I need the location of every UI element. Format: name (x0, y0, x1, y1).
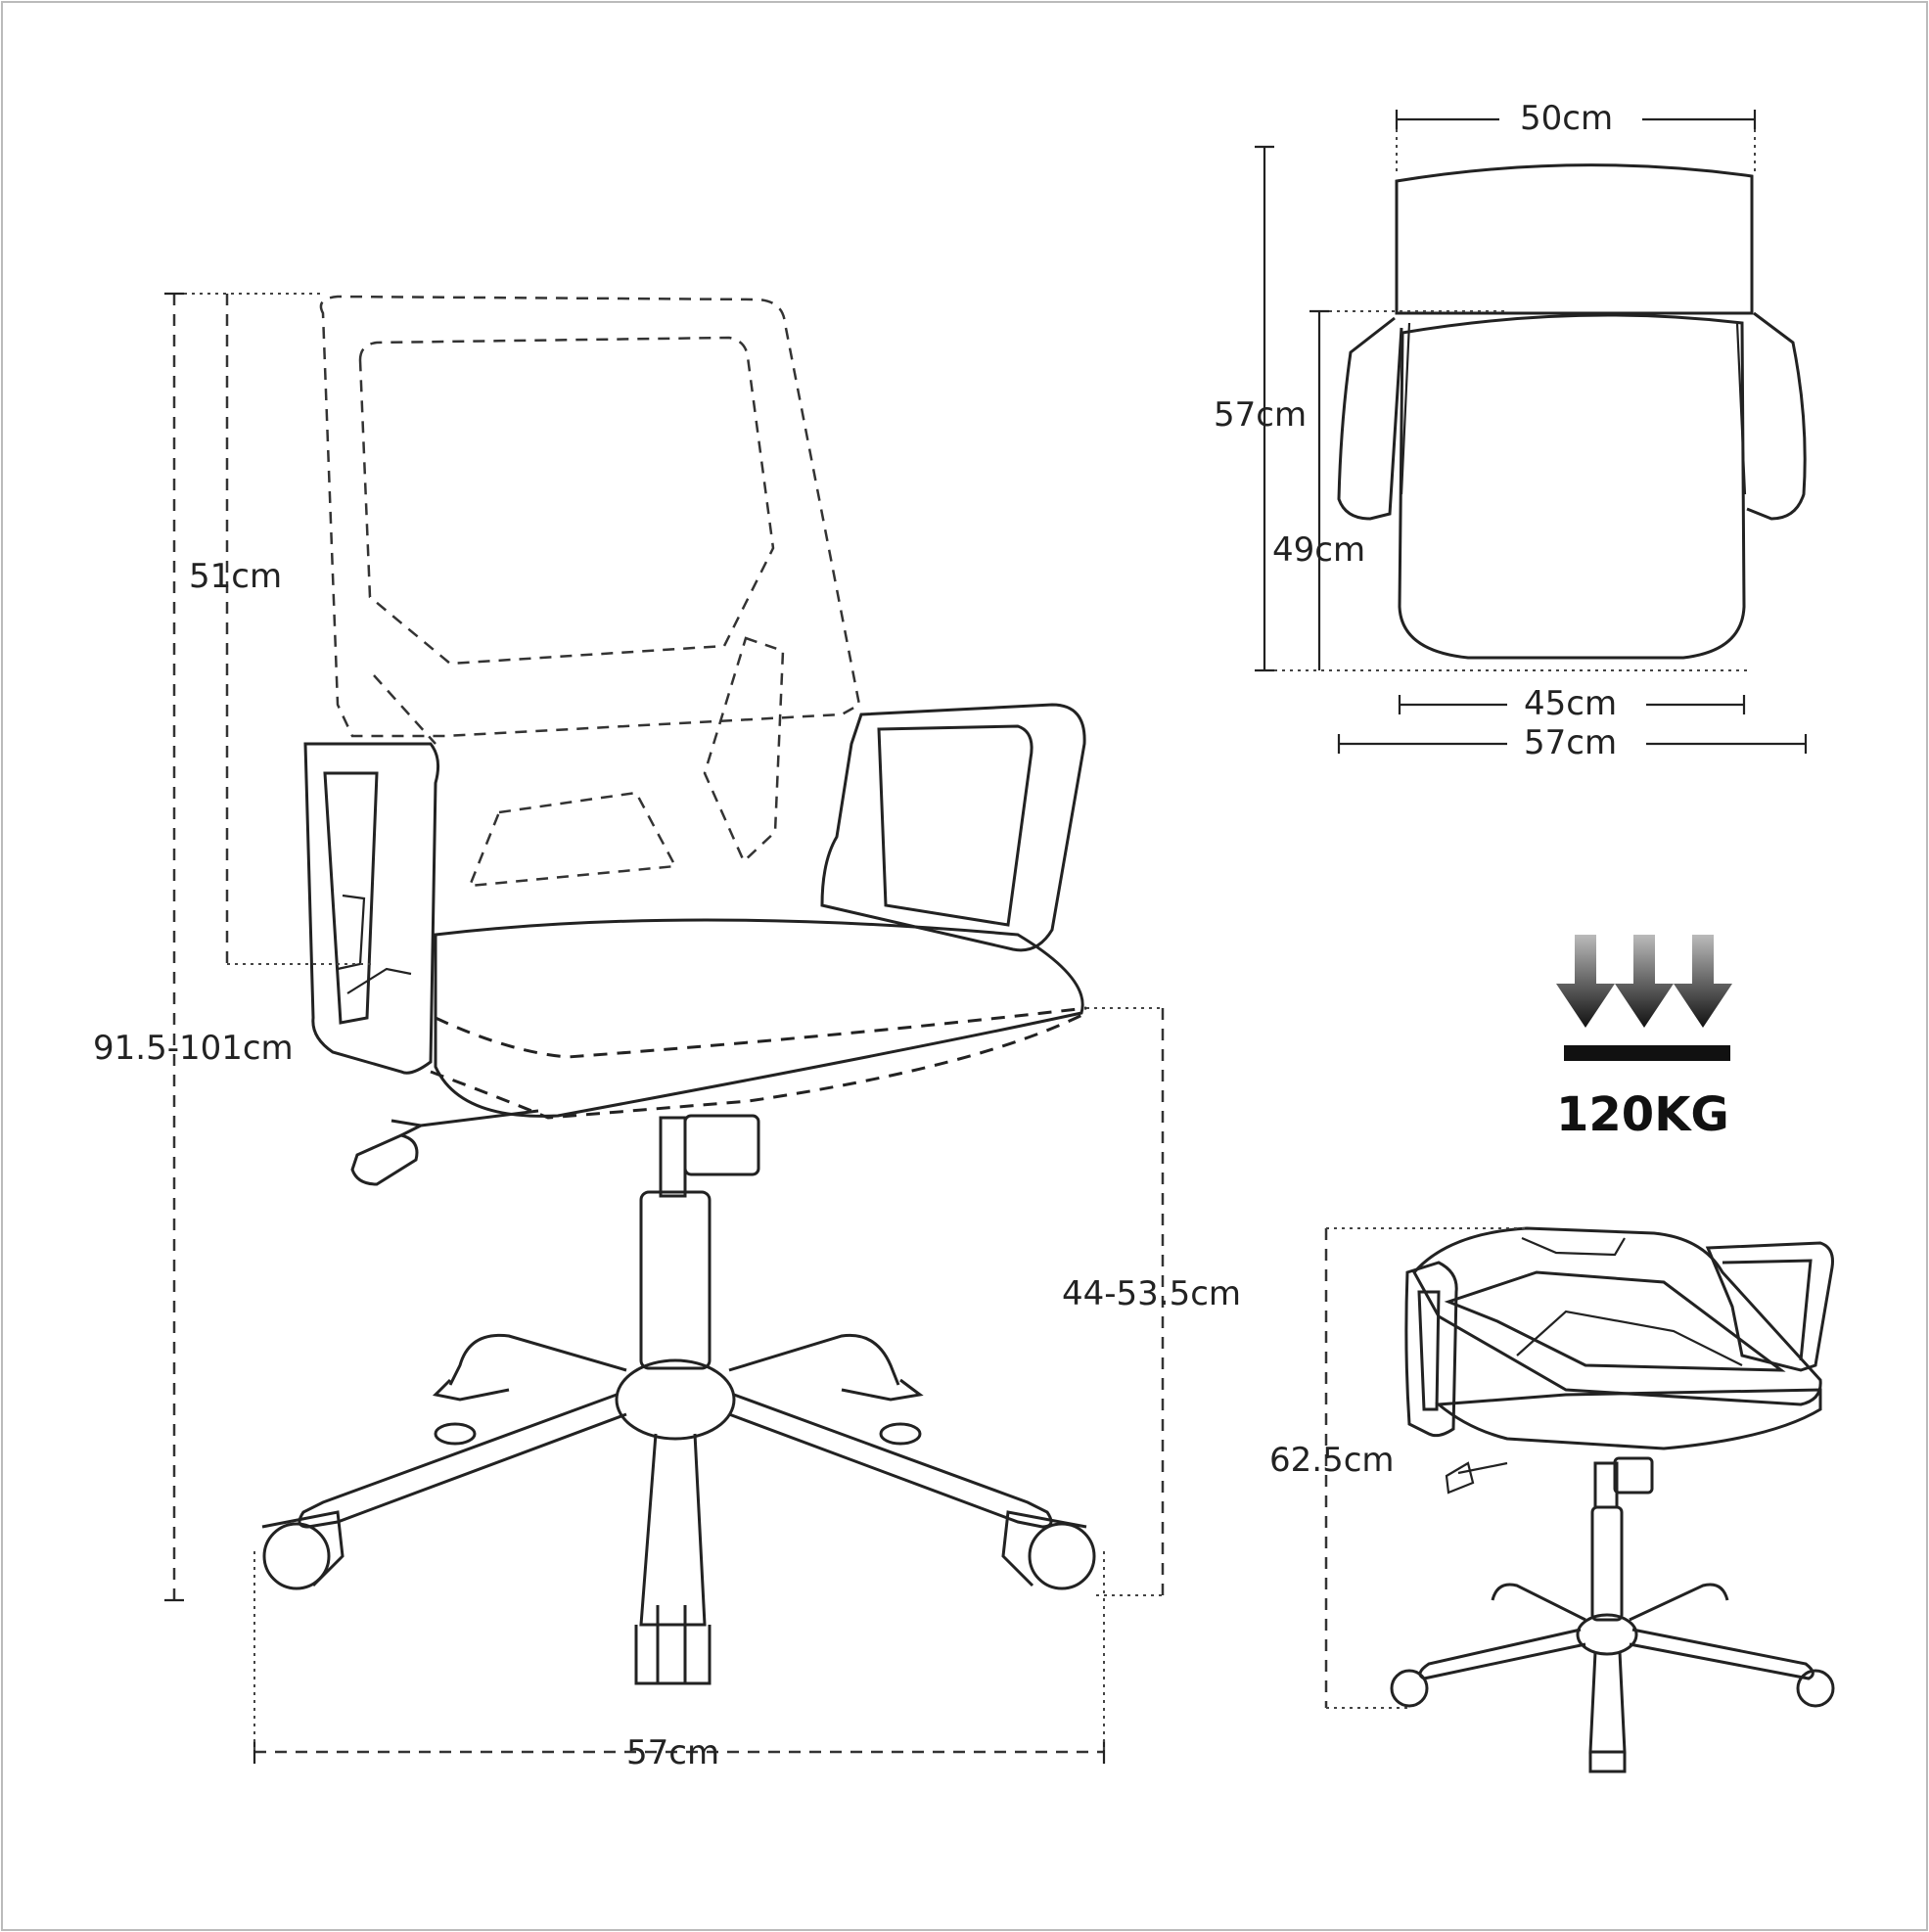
top-width-label: 50cm (1520, 99, 1613, 138)
base-width-label: 57cm (626, 1733, 719, 1772)
top-depth-label: 57cm (1214, 395, 1307, 435)
downward-arrows-load-icon (1556, 935, 1732, 1061)
seat-width-label: 45cm (1524, 684, 1617, 723)
folded-chair-drawing (1390, 1226, 1835, 1773)
top-view-dimension-lines (1255, 110, 1808, 754)
seat-height-label: 44-53.5cm (1062, 1274, 1241, 1313)
main-chair-drawing (261, 295, 1096, 1685)
load-capacity-label: 120KG (1556, 1087, 1729, 1142)
folded-chair-dimension-lines (1324, 1227, 1527, 1709)
top-view-drawing (1337, 163, 1807, 660)
backrest-height-label: 51cm (189, 557, 282, 596)
total-height-label: 91.5-101cm (93, 1029, 294, 1068)
overall-width-label: 57cm (1524, 723, 1617, 762)
seat-depth-label: 49cm (1272, 530, 1365, 570)
folded-height-label: 62.5cm (1269, 1441, 1395, 1480)
main-chair-dimension-lines (164, 292, 1165, 1764)
